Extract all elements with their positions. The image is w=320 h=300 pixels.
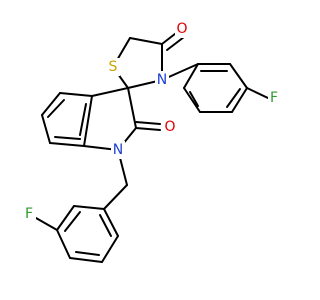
- atom-bg-n-indoline: [111, 141, 125, 159]
- bond-spiro-c2: [127, 87, 137, 129]
- bond-benz-5: [83, 95, 93, 147]
- bond-benz-inner-1: [47, 99, 65, 118]
- atom-bg-n-thiazolidine: [155, 71, 169, 89]
- bond-benzyl-2: [56, 205, 75, 231]
- bond-carbonyl-o-2: [166, 36, 185, 51]
- atom-bg-f-meta: [22, 205, 36, 223]
- bond-ch2-aryl: [103, 184, 128, 210]
- atom-n-indoline: N: [113, 142, 123, 158]
- bond-benz-3: [41, 114, 51, 144]
- bond-ch2-carbonyl: [129, 37, 163, 45]
- molecule-structure: S N O O N F F: [22, 20, 280, 263]
- bond-benz-2: [41, 92, 61, 116]
- bond-fphenyl-2: [229, 63, 248, 89]
- atom-bg-f-para: [268, 89, 280, 107]
- bond-benz-4: [49, 142, 85, 147]
- bond-fphenyl-inner-2: [226, 88, 241, 108]
- atom-o-thiazolidinone: O: [176, 21, 187, 37]
- bond-benz-1: [59, 92, 93, 97]
- bond-c2-o-1: [135, 127, 161, 131]
- atom-s: S: [109, 59, 118, 75]
- bond-benzyl-inner-3: [99, 214, 112, 237]
- bond-fphenyl-3: [231, 87, 248, 113]
- bond-aryl-f: [246, 87, 269, 99]
- bond-benzyl-inner-2: [75, 251, 100, 256]
- bond-fphenyl-6: [183, 63, 199, 89]
- bond-c2-o-2: [135, 121, 161, 125]
- bond-benzyl-f: [35, 217, 58, 231]
- atom-f-para: F: [270, 90, 278, 106]
- bond-spiro-c3a: [91, 87, 129, 97]
- bond-benzyl-6: [103, 208, 119, 237]
- molecule-canvas: S N O O N F F: [22, 20, 280, 263]
- atom-n-thiazolidine: N: [157, 72, 167, 88]
- atom-bg-s: [106, 58, 120, 76]
- bond-fphenyl-inner-3: [189, 91, 199, 107]
- atom-bg-o-indolinone: [163, 118, 177, 136]
- atom-label-layer: S N O O N F F: [22, 20, 280, 223]
- atom-f-meta: F: [25, 206, 33, 222]
- atom-bg-o-thiazolidinone: [175, 20, 189, 38]
- bond-benzyl-3: [56, 229, 71, 259]
- bond-benz-inner-2: [54, 136, 81, 140]
- bond-benz-inner-3: [79, 103, 87, 136]
- atom-o-indolinone: O: [164, 119, 175, 135]
- bond-benzyl-1: [73, 205, 105, 210]
- bond-benzyl-inner-1: [64, 211, 81, 232]
- bond-benzyl-5: [101, 235, 119, 263]
- bond-layer: [35, 29, 269, 263]
- bond-benzyl-4: [69, 257, 103, 263]
- bond-fphenyl-5: [183, 87, 201, 113]
